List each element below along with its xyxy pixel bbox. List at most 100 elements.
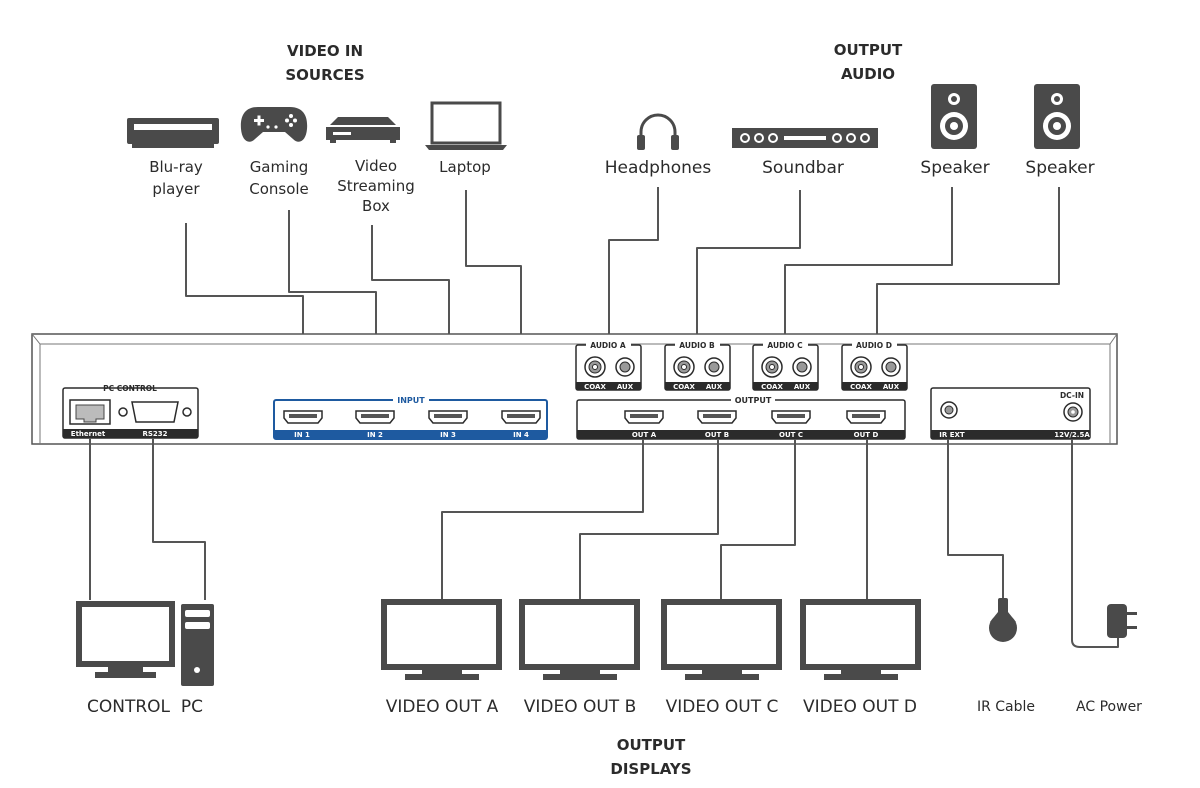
audio-b-aux-jack[interactable] [704,357,724,377]
svg-text:player: player [152,180,200,198]
out-d-label: OUT D [854,431,879,439]
ir-ext-jack[interactable] [940,401,958,419]
audio-cables [608,187,1060,345]
audio-a-aux-jack[interactable] [615,357,635,377]
control-pc-tower-icon [181,604,214,686]
source-label-blu-ray: Blu-ray player [149,158,203,198]
audio-a-title: AUDIO A [590,341,626,350]
output-cables [441,439,868,600]
audio-a-coax-jack[interactable] [584,356,606,378]
power-ir-cables [947,439,1119,648]
headphones-icon [637,113,679,150]
video-out-d-monitor-icon [800,599,921,680]
svg-text:Video: Video [355,157,397,175]
speaker-icon [931,84,977,149]
audio-d-coax-jack[interactable] [850,356,872,378]
hdmi-out-a-port[interactable] [624,410,664,424]
video-out-b-monitor-icon [519,599,640,680]
control-pc-monitor-icon [76,601,175,678]
input-title: INPUT [397,396,425,405]
audio-d-ports: AUDIO D COAX AUX [841,341,908,391]
ac-power-adapter-icon [1107,604,1137,638]
svg-text:Streaming: Streaming [337,177,414,195]
audio-b-title: AUDIO B [679,341,715,350]
audio-b-coax-label: COAX [673,383,695,391]
in4-label: IN 4 [513,431,529,439]
svg-text:Blu-ray: Blu-ray [149,158,203,176]
out-a-label: OUT A [632,431,657,439]
audio-c-coax-jack[interactable] [761,356,783,378]
pc-control-panel: PC CONTROL Ethernet RS232 [62,384,199,439]
rs232-port-label: RS232 [142,430,167,438]
control-pc-label: CONTROL PC [87,697,203,717]
audio-label-speaker-2: Speaker [1025,158,1094,178]
rs232-port[interactable] [118,401,192,423]
ir-ext-label: IR EXT [939,431,965,439]
audio-c-aux-label: AUX [794,383,811,391]
video-out-b-label: VIDEO OUT B [524,697,637,717]
out-c-label: OUT C [779,431,803,439]
video-out-a-label: VIDEO OUT A [386,697,499,717]
in1-label: IN 1 [294,431,310,439]
source-label-gaming-console: Gaming Console [249,158,309,198]
output-audio-header-line2: AUDIO [841,65,895,83]
audio-d-aux-label: AUX [883,383,900,391]
video-out-c-label: VIDEO OUT C [666,697,779,717]
audio-label-soundbar: Soundbar [762,158,844,178]
svg-text:Box: Box [362,197,390,215]
output-displays-header-line2: DISPLAYS [610,760,691,778]
video-in-header-line2: SOURCES [285,66,364,84]
video-out-d-label: VIDEO OUT D [803,697,917,717]
ir-cable-label: IR Cable [977,699,1035,715]
svg-text:Laptop: Laptop [439,158,491,176]
gamepad-icon [240,107,308,142]
hdmi-input-ports: IN 1 IN 2 IN 3 IN 4 [283,410,541,439]
output-displays-header: OUTPUT DISPLAYS [610,736,691,778]
audio-label-headphones: Headphones [605,158,712,178]
audio-c-title: AUDIO C [767,341,803,350]
input-panel: INPUT [273,395,548,440]
audio-d-title: AUDIO D [856,341,892,350]
power-ir-panel: DC-IN IR EXT 12V/2.5A [930,387,1091,440]
output-panel: OUTPUT OUT A OUT B OUT C OUT D [576,395,906,440]
video-in-sources-header: VIDEO IN SOURCES [285,42,364,84]
audio-a-coax-label: COAX [584,383,606,391]
output-title: OUTPUT [735,396,772,405]
audio-b-aux-label: AUX [706,383,723,391]
in3-label: IN 3 [440,431,456,439]
dc-in-jack[interactable] [1063,402,1083,422]
blu-ray-player-icon [127,118,219,148]
speaker-icon [1034,84,1080,149]
streaming-box-icon [326,117,400,143]
hdmi-in2-port[interactable] [355,410,395,424]
hdmi-in3-port[interactable] [428,410,468,424]
control-cables [89,438,206,600]
hdmi-out-b-port[interactable] [697,410,737,424]
svg-text:Gaming: Gaming [250,158,309,176]
video-out-c-monitor-icon [661,599,782,680]
audio-d-aux-jack[interactable] [881,357,901,377]
hdmi-in4-port[interactable] [501,410,541,424]
audio-b-coax-jack[interactable] [673,356,695,378]
audio-d-coax-label: COAX [850,383,872,391]
output-audio-header-line1: OUTPUT [834,41,903,59]
out-b-label: OUT B [705,431,729,439]
audio-c-aux-jack[interactable] [792,357,812,377]
hdmi-out-d-port[interactable] [846,410,886,424]
ethernet-port-label: Ethernet [71,430,106,438]
audio-a-ports: AUDIO A COAX AUX [575,341,642,391]
source-label-streaming-box: Video Streaming Box [337,157,414,215]
audio-a-aux-label: AUX [617,383,634,391]
ethernet-port[interactable] [69,399,111,425]
audio-port-groups: AUDIO A COAX AUX AUDIO B [575,341,908,391]
svg-text:Console: Console [249,180,309,198]
pc-control-title: PC CONTROL [103,384,157,393]
soundbar-icon [732,128,878,148]
audio-b-ports: AUDIO B COAX AUX [664,341,731,391]
video-out-a-monitor-icon [381,599,502,680]
hdmi-out-c-port[interactable] [771,410,811,424]
audio-label-speaker-1: Speaker [920,158,989,178]
ac-power-label: AC Power [1076,699,1142,715]
hdmi-in1-port[interactable] [283,410,323,424]
